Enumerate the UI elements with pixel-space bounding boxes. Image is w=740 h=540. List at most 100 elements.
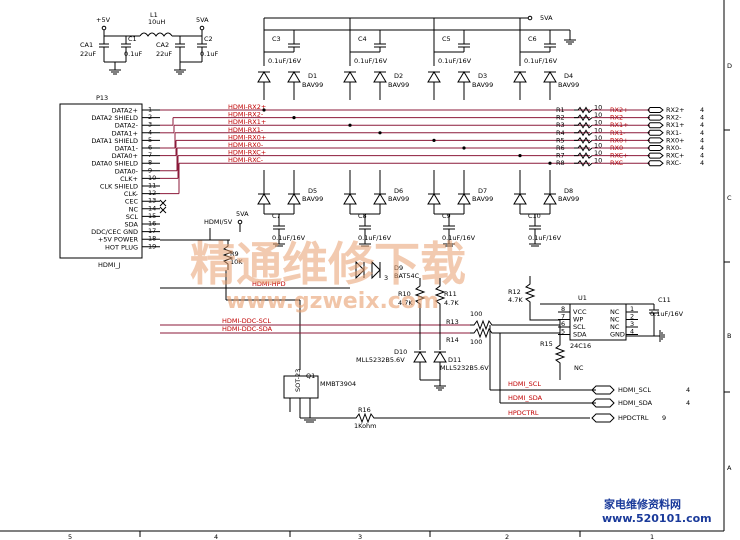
- u1-left-pin-number: 6: [561, 320, 565, 328]
- connector-pin-name: DATA1 SHIELD: [91, 137, 138, 145]
- connector-pin-name: SDA: [125, 221, 139, 229]
- r12-value: 4.7K: [508, 296, 523, 304]
- r10-ref: R10: [398, 290, 411, 298]
- r13-value: 100: [470, 310, 482, 318]
- output-port-label: RX0+: [666, 136, 685, 144]
- bot-cap-value: 0.1uF/16V: [528, 234, 562, 242]
- u1-right-pin-name: NC: [610, 316, 620, 324]
- diff-net-junction: [518, 154, 522, 158]
- resistor-value: 10: [594, 157, 602, 165]
- bot-cap-ref: C8: [358, 212, 367, 220]
- watermark-url: www.gzweix.com: [226, 289, 439, 314]
- connector-pin-name: +5V POWER: [98, 236, 139, 244]
- bot-cap-ref: C10: [528, 212, 541, 220]
- c2-value: 0.1uF: [200, 50, 218, 58]
- resistor-symbol: [574, 136, 593, 144]
- resistor-value: 10: [594, 149, 602, 157]
- hdmi5v-label: HDMI/5V: [204, 218, 233, 226]
- diff-net-label: HDMI-RX0-: [228, 141, 264, 149]
- diff-net-label: HDMI-RX2+: [228, 103, 266, 111]
- resistor-symbol: [574, 144, 593, 152]
- diff-net-junction: [348, 123, 352, 127]
- bot-diode-part: BAV99: [472, 195, 493, 203]
- hpd-transistor: Q1 MMBT3904 SOT-23 R16 1Kohm: [283, 369, 590, 430]
- u1-left-pin-number: 7: [561, 313, 565, 321]
- top-diode-part: BAV99: [558, 81, 579, 89]
- diff-net-label: HDMI-RX1+: [228, 118, 266, 126]
- top-cap-value: 0.1uF/16V: [354, 57, 388, 65]
- r14-value: 100: [470, 338, 482, 346]
- resistor-symbol: [574, 106, 593, 114]
- top-diode-part: BAV99: [472, 81, 493, 89]
- col-label-1: 1: [650, 533, 654, 540]
- resistor-ref: R1: [556, 106, 565, 114]
- ddc-5va-port: [237, 219, 243, 225]
- row-label-b: B: [727, 332, 731, 340]
- output-port-arrow: [647, 129, 664, 136]
- resistor-symbol: [574, 129, 593, 137]
- col-label-4: 4: [214, 533, 218, 540]
- diff-net-junction: [292, 116, 296, 120]
- output-port-page: 4: [700, 106, 704, 114]
- bot-diode-ref: D8: [564, 187, 573, 195]
- u1-right-pin-number: 1: [630, 305, 634, 313]
- u1-ref: U1: [578, 294, 587, 302]
- bot-cap-value: 0.1uF/16V: [272, 234, 306, 242]
- connector-pin-name: DATA2 SHIELD: [91, 114, 138, 122]
- bot-diode-ref: D5: [308, 187, 317, 195]
- bot-diode-a: [343, 193, 357, 205]
- r12-ref: R12: [508, 288, 521, 296]
- bot-diode-a: [427, 193, 441, 205]
- bot-cap-value: 0.1uF/16V: [442, 234, 476, 242]
- r13-ref: R13: [446, 318, 459, 326]
- bot-diode-b: [543, 193, 557, 205]
- connector-pin-name: CLK SHIELD: [100, 183, 138, 191]
- l1-ref: L1: [150, 11, 158, 19]
- l1-inductor: [139, 32, 173, 37]
- bot-diode-part: BAV99: [302, 195, 323, 203]
- l1-value: 10uH: [148, 18, 165, 26]
- p5v-label: +5V: [96, 16, 111, 24]
- bot-cap-value: 0.1uF/16V: [358, 234, 392, 242]
- resistor-ref: R3: [556, 121, 565, 129]
- bot-cap-ref: C9: [442, 212, 451, 220]
- bot-diode-b: [457, 193, 471, 205]
- bot-diode-part: BAV99: [558, 195, 579, 203]
- connector-ref: P13: [96, 94, 108, 102]
- output-port-arrow: [647, 145, 664, 151]
- connector-pin-name: HOT PLUG: [105, 243, 138, 251]
- top-diode-b: [457, 71, 471, 83]
- top-diode-b: [543, 71, 557, 83]
- c11-ref: C11: [658, 296, 671, 304]
- output-port-label: RX1+: [666, 121, 685, 129]
- diff-net-label: HDMI-RXC-: [228, 156, 264, 164]
- top-diode-part: BAV99: [388, 81, 409, 89]
- output-port-arrow: [647, 137, 664, 144]
- top-diode-part: BAV99: [302, 81, 323, 89]
- diff-net-junction: [378, 131, 382, 135]
- u1-left-pin-name: SCL: [573, 323, 586, 331]
- u1-right-pin-number: 2: [630, 313, 634, 321]
- scl-net-label: HDMI-DDC-SCL: [222, 317, 271, 325]
- connector-pin-name: SCL: [126, 213, 139, 221]
- bot-cap-ref: C7: [272, 212, 281, 220]
- port-hdmi-sda-label: HDMI_SDA: [618, 399, 653, 407]
- resistor-value: 10: [594, 134, 602, 142]
- connector-name: HDMI_J: [98, 261, 121, 269]
- bot-diode-part: BAV99: [388, 195, 409, 203]
- output-port-label: RXC+: [666, 152, 684, 160]
- r9-ref: R9: [230, 250, 239, 258]
- diff-net-junction: [432, 138, 436, 142]
- resistor-ref: R6: [556, 144, 565, 152]
- resistor-value: 10: [594, 126, 602, 134]
- port-hpdctrl-label: HPDCTRL: [618, 414, 649, 422]
- ca1-value: 22uF: [80, 50, 96, 58]
- ca1-ref: CA1: [80, 41, 93, 49]
- resistor-symbol: [574, 159, 593, 167]
- diff-net-label: HDMI-RX2-: [228, 111, 264, 119]
- d11-part: MLL5232B5.6V: [440, 364, 489, 372]
